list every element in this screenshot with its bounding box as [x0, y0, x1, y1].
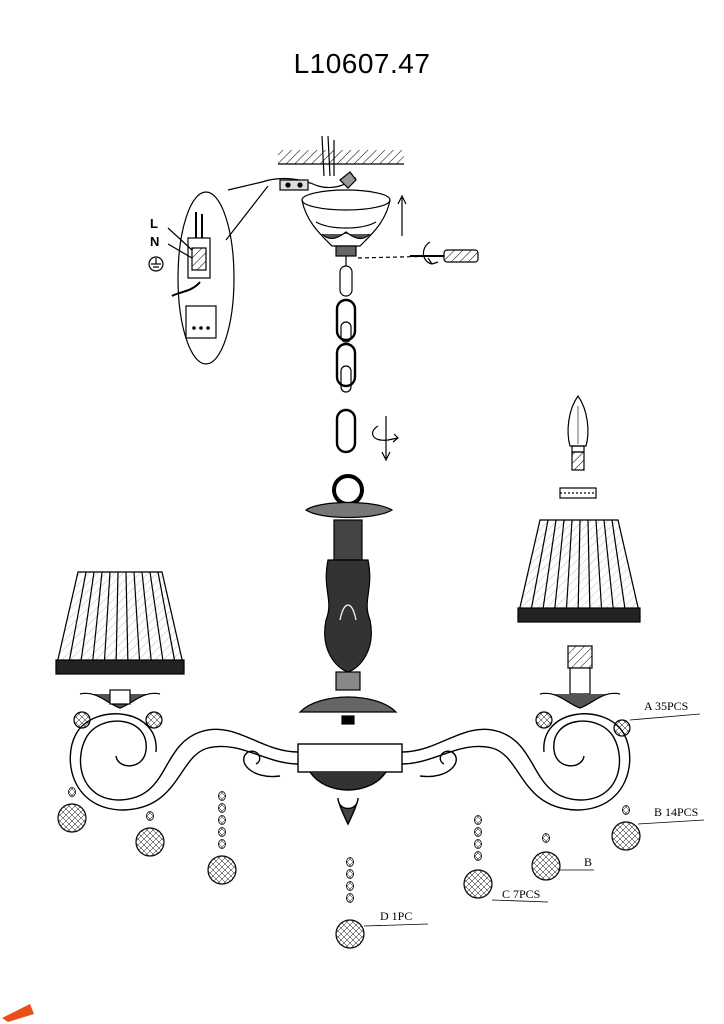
neutral-wire-label: N [150, 234, 159, 249]
central-column [298, 474, 398, 725]
callout-b-small: B [584, 855, 592, 869]
wiring-detail-inset [167, 191, 235, 365]
canopy [301, 189, 391, 257]
corner-badge-icon [2, 1004, 34, 1022]
callout-c: C 7PCS [502, 887, 540, 901]
chandelier-body [69, 713, 631, 826]
lamp-shade-left [55, 571, 185, 675]
ground-symbol-icon [148, 256, 164, 272]
install-arrow-up-icon [397, 194, 407, 236]
lamp-shade-right [517, 519, 641, 623]
callout-leaders [363, 713, 705, 927]
live-wire-label: L [150, 216, 158, 231]
socket-left [79, 689, 161, 709]
candle-bulb-icon [559, 394, 597, 499]
screwdriver-icon [357, 241, 479, 265]
chain [335, 256, 357, 454]
ceiling-mount [278, 135, 404, 177]
mounting-bracket [225, 171, 357, 241]
callout-b-main: B 14PCS [654, 805, 698, 819]
callout-d: D 1PC [380, 909, 412, 923]
model-number-title: L10607.47 [293, 48, 431, 79]
callout-a: A 35PCS [644, 699, 688, 713]
socket-right [539, 645, 621, 709]
rotate-arrow-icon [371, 416, 399, 462]
